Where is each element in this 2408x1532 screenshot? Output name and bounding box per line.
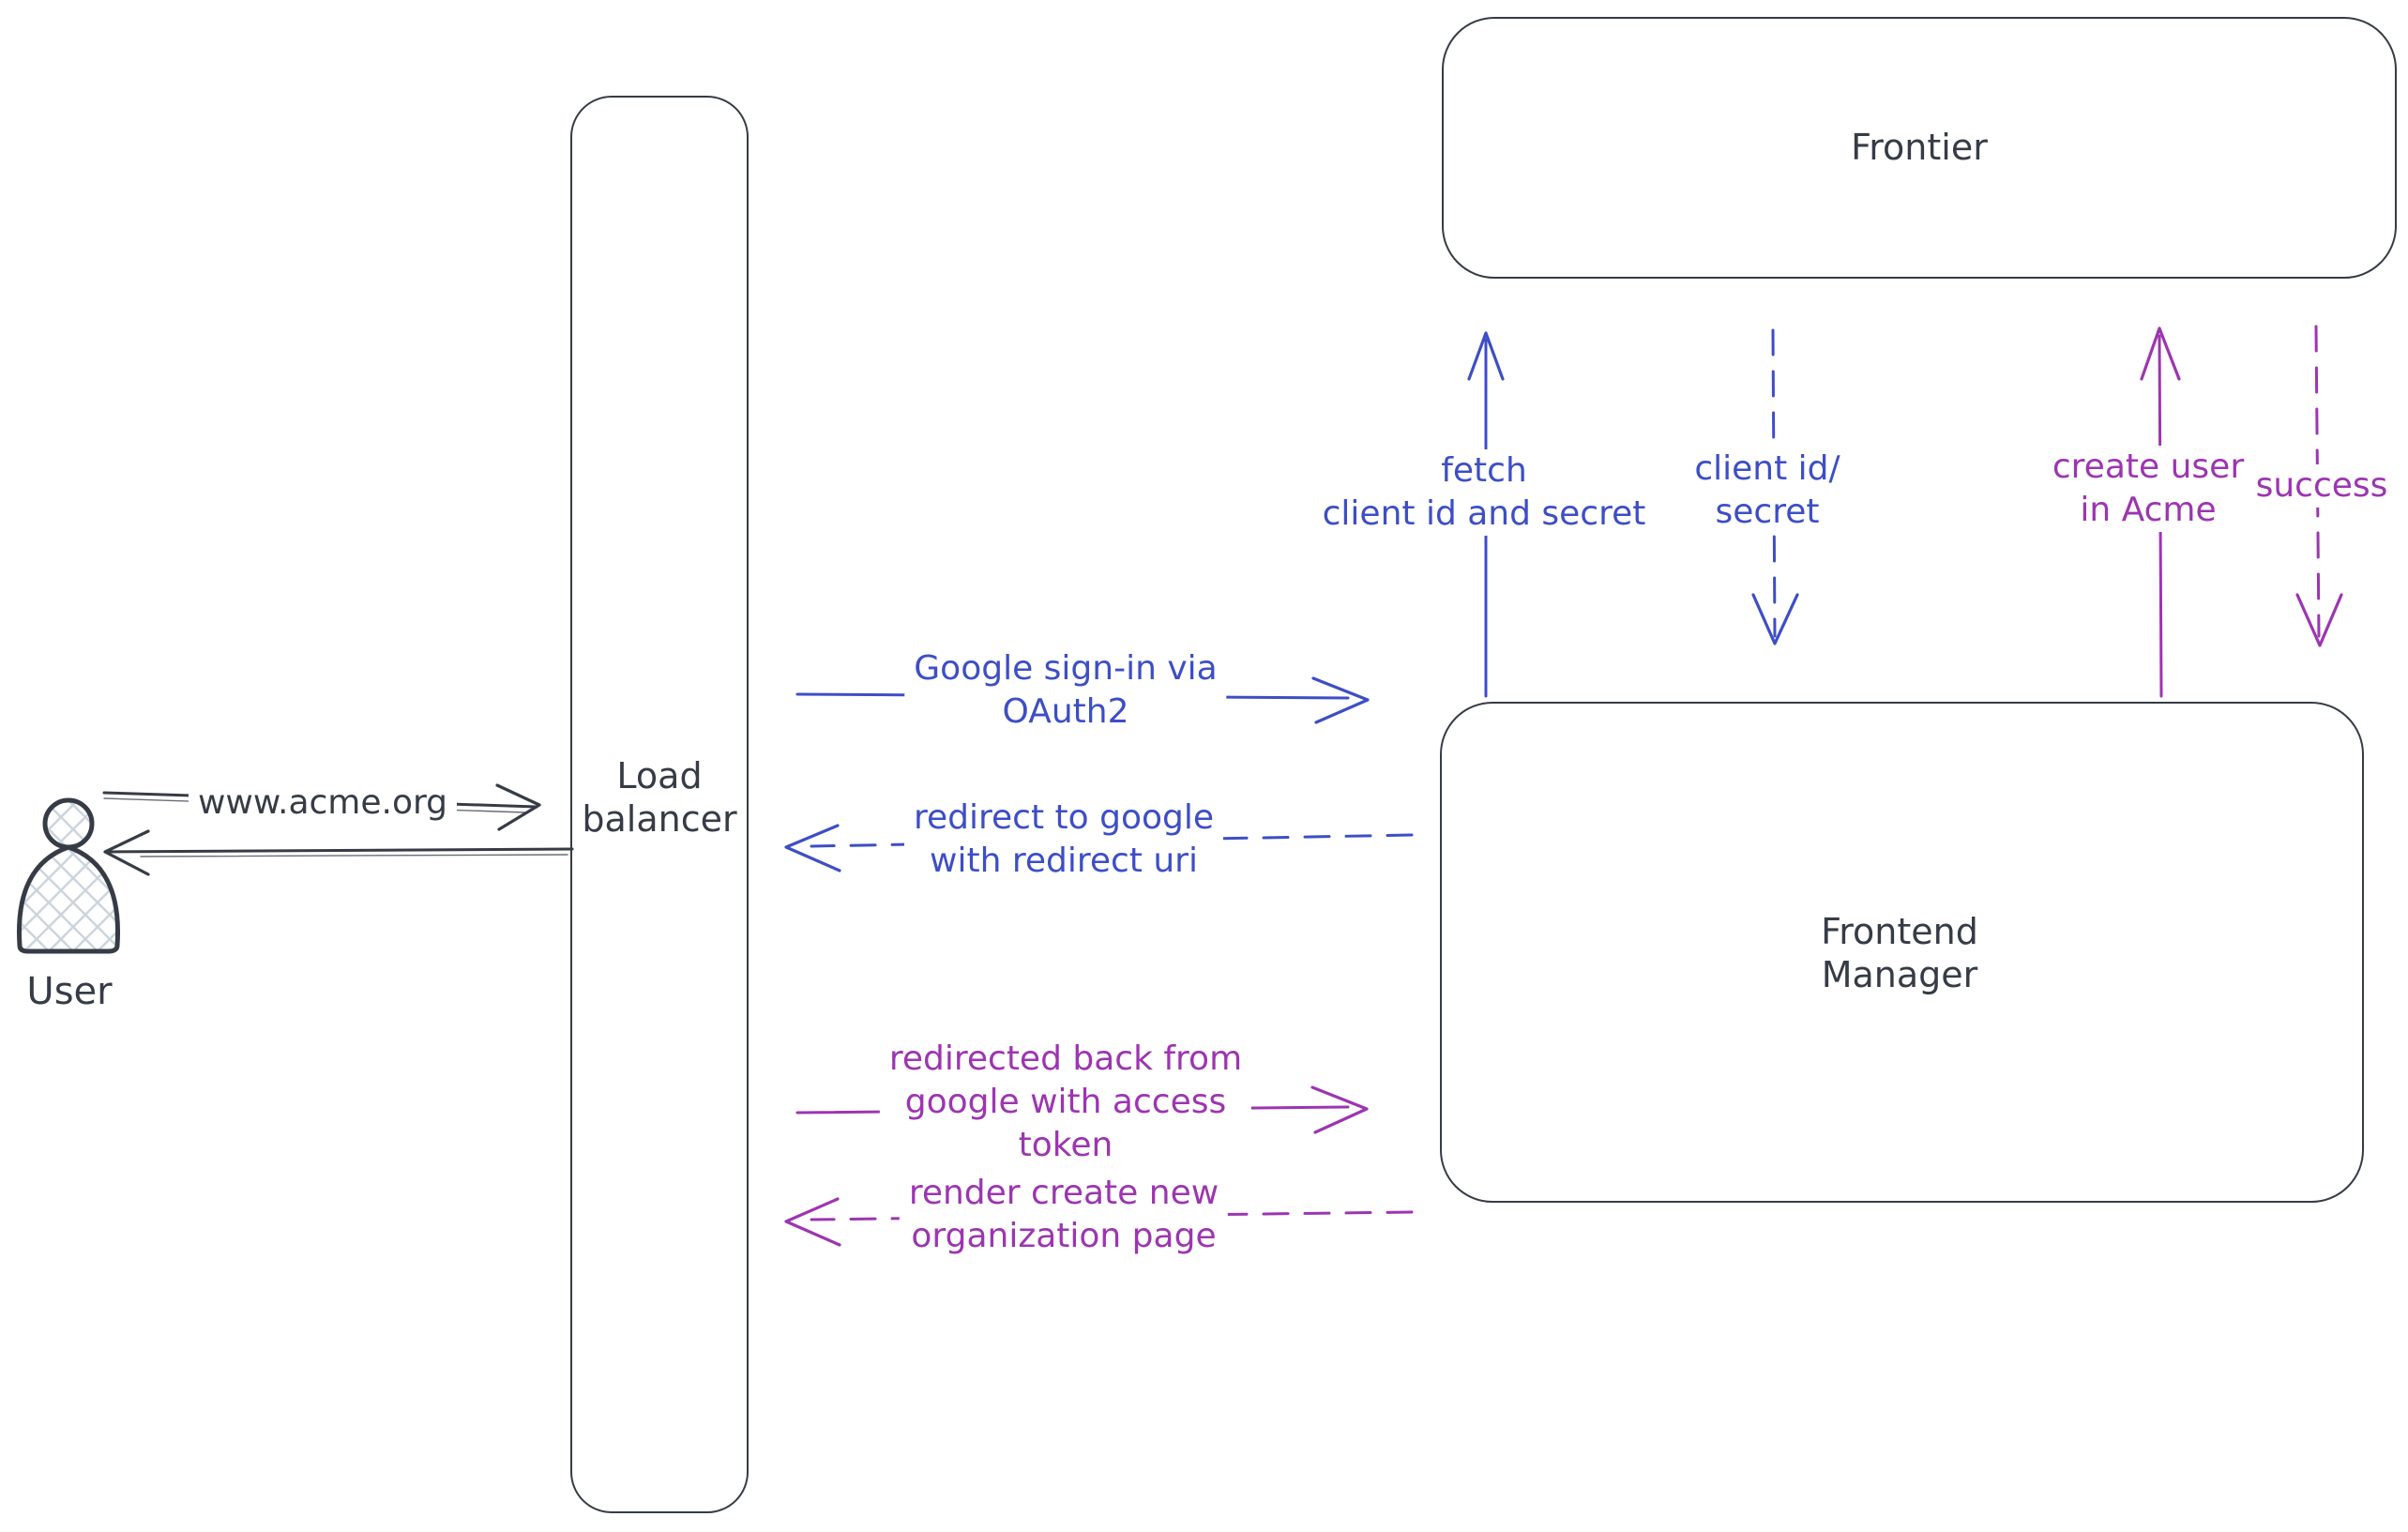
arrow-success — [2295, 325, 2343, 647]
edge-label-google-signin: Google sign-in via OAuth2 — [904, 647, 1227, 734]
edge-label-redirected-back: redirected back from google with access … — [879, 1038, 1252, 1167]
frontend-manager-box — [1440, 702, 2364, 1203]
edge-label-success: success — [2246, 464, 2398, 508]
user-person-icon — [16, 797, 121, 954]
user-label: User — [26, 970, 113, 1013]
frontier-label: Frontier — [1851, 127, 1988, 168]
arrow-client-id-secret — [1751, 328, 1799, 645]
load-balancer-label: Load balancer — [582, 755, 737, 840]
edge-label-redirect-to-google: redirect to google with redirect uri — [903, 796, 1224, 883]
edge-label-client-id-secret: client id/ secret — [1685, 447, 1850, 534]
edge-label-fetch-client-creds: fetch client id and secret — [1312, 449, 1656, 536]
load-balancer-box — [570, 96, 749, 1513]
frontend-manager-label: Frontend Manager — [1821, 911, 1978, 995]
edge-label-create-user: create user in Acme — [2042, 446, 2254, 532]
edge-label-www-request: www.acme.org — [188, 781, 458, 825]
frontier-box — [1442, 17, 2397, 279]
edge-label-render-org-page: render create new organization page — [899, 1172, 1229, 1258]
arrow-www-response — [103, 829, 574, 876]
